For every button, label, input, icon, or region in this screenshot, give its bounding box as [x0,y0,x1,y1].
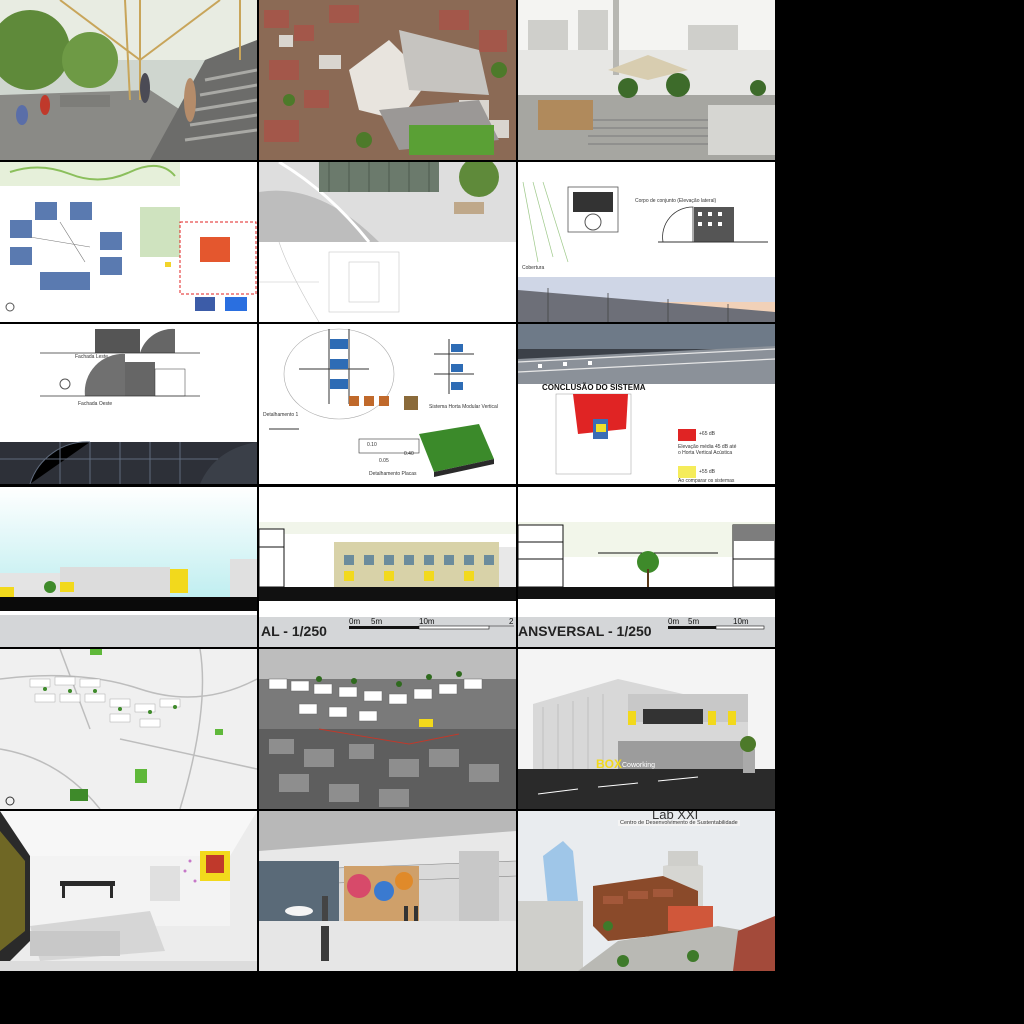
fachada-oeste-label: Fachada Oeste [78,401,113,407]
box-sign: BOX [596,757,623,771]
section-longitudinal: AL - 1/250 0m 5m 10m 2 [259,487,516,647]
coworking-building-image [518,649,775,809]
site-plan-map [0,649,257,809]
cobertura-label: Cobertura [522,265,545,271]
site-analysis-drawing [0,162,257,322]
lab-xxi-subtitle: Centro de Desenvolvimento de Sustentabil… [618,820,740,826]
render-street-plan [259,162,516,322]
dimension-1: 0.10 [367,442,377,448]
elevation-cover-drawing [518,162,775,322]
detalhamento-1-label: Detalhamento 1 [263,412,299,418]
lab-xxi-aerial-image [518,811,775,971]
render-interior-lounge [0,811,257,971]
conclusao-title: CONCLUSÃO DO SISTEMA [542,383,646,392]
system-conclusion-drawing [518,324,775,484]
section-longitudinal-drawing [259,487,516,647]
site-massing-3d [259,649,516,809]
render-atrium-interior [259,811,516,971]
presentation-board-grid: Corpo de conjunto (Elevação lateral) Cob… [0,0,775,971]
legend-65db-desc: Elevação média 45 dB até o Horta Vertica… [678,444,737,456]
legend-55db: +55 dB [699,469,715,475]
section-title-transversal: ANSVERSAL - 1/250 [518,623,652,639]
street-plan-image [259,162,516,322]
fachada-leste-label: Fachada Leste [75,354,109,360]
coworking-sign: Coworking [622,762,656,769]
sistema-horta-label: Sistema Horta Modular Vertical [429,404,498,410]
scale-end: 2 [509,617,514,626]
scale-5m: 5m [371,617,383,626]
board-facades: Fachada Leste Fachada Oeste [0,324,257,484]
section-elevation-left [0,487,257,647]
vertical-garden-drawing [259,324,516,484]
render-coworking-building: BOX Coworking [518,649,775,809]
board-vertical-garden-details: Detalhamento 1 Sistema Horta Modular Ver… [259,324,516,484]
atrium-interior-image [259,811,516,971]
render-lab-xxi-aerial: Lab XXI Centro de Desenvolvimento de Sus… [518,811,775,971]
section-transversal: ANSVERSAL - 1/250 0m 5m 10m [518,487,775,647]
lab-xxi-logo: Lab XXI [652,811,699,822]
scale-10m: 10m [419,617,435,626]
dimension-2: 0.40 [404,451,414,457]
section-transversal-drawing [518,487,775,647]
board-elevation-cover: Corpo de conjunto (Elevação lateral) Cob… [518,162,775,322]
site-massing-3d-drawing [259,649,516,809]
render-pergola-stairs-image [0,0,257,160]
render-plaza-steps-image [518,0,775,160]
render-pergola-stairs [0,0,257,160]
render-aerial-favela-image [259,0,516,160]
scale-10m-t: 10m [733,617,749,626]
facades-drawing [0,324,257,484]
detalhamento-placas-label: Detalhamento Placas [369,471,417,477]
scale-5m-t: 5m [688,617,700,626]
render-aerial-favela [259,0,516,160]
section-elevation-left-drawing [0,487,257,647]
site-plan-map-drawing [0,649,257,809]
legend-65db: +65 dB [699,431,715,437]
legend-55db-desc: Ao comparar os sistemas [678,478,735,484]
section-title-longitudinal: AL - 1/250 [261,623,327,639]
scale-0m: 0m [349,617,361,626]
board-system-conclusion: CONCLUSÃO DO SISTEMA +65 dB Elevação méd… [518,324,775,484]
scale-0m-t: 0m [668,617,680,626]
render-plaza-steps [518,0,775,160]
board-site-analysis [0,162,257,322]
conjunto-label: Corpo de conjunto (Elevação lateral) [635,198,717,204]
interior-lounge-image [0,811,257,971]
dimension-3: 0.05 [379,458,389,464]
